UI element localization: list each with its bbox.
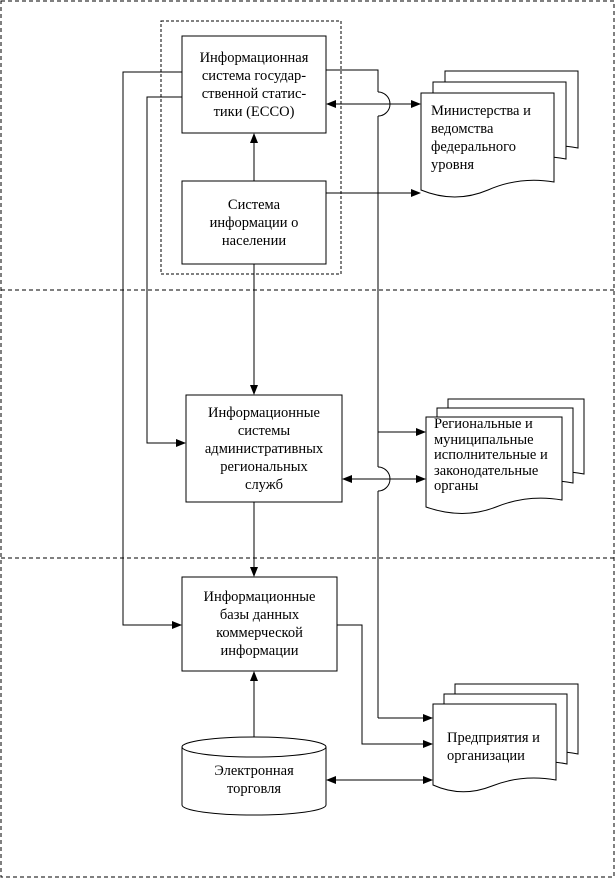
line-essco-to-commercial — [122, 71, 182, 629]
bus-essco-right — [326, 69, 379, 92]
line-essco-to-regional — [146, 96, 186, 447]
population-label: Система информации о населении — [209, 196, 299, 249]
regional-services-label: Информационные системы административных … — [204, 404, 324, 493]
ministries-document-stack — [420, 70, 579, 198]
regional-services-box — [185, 394, 343, 503]
commercial-db-label: Информационные базы данных коммерческой … — [203, 589, 316, 659]
line-commercial-to-enterprises — [337, 624, 433, 748]
enterprises-document-stack — [432, 683, 579, 793]
commercial-db-box — [181, 576, 338, 672]
e-commerce-label: Электронная торговля — [214, 763, 294, 797]
enterprises-label: Предприятия и организации — [447, 730, 540, 764]
e-commerce-cylinder — [181, 736, 327, 816]
regional-bodies-document-stack — [425, 398, 585, 514]
ministries-label: Министерства и ведомства федерального ур… — [431, 103, 531, 173]
essco-box — [181, 35, 327, 134]
essco-label: Информационная система государ- ственной… — [199, 49, 309, 120]
regional-bodies-label: Региональные и муниципальные исполнитель… — [434, 416, 548, 495]
federal-systems-group — [160, 20, 342, 275]
